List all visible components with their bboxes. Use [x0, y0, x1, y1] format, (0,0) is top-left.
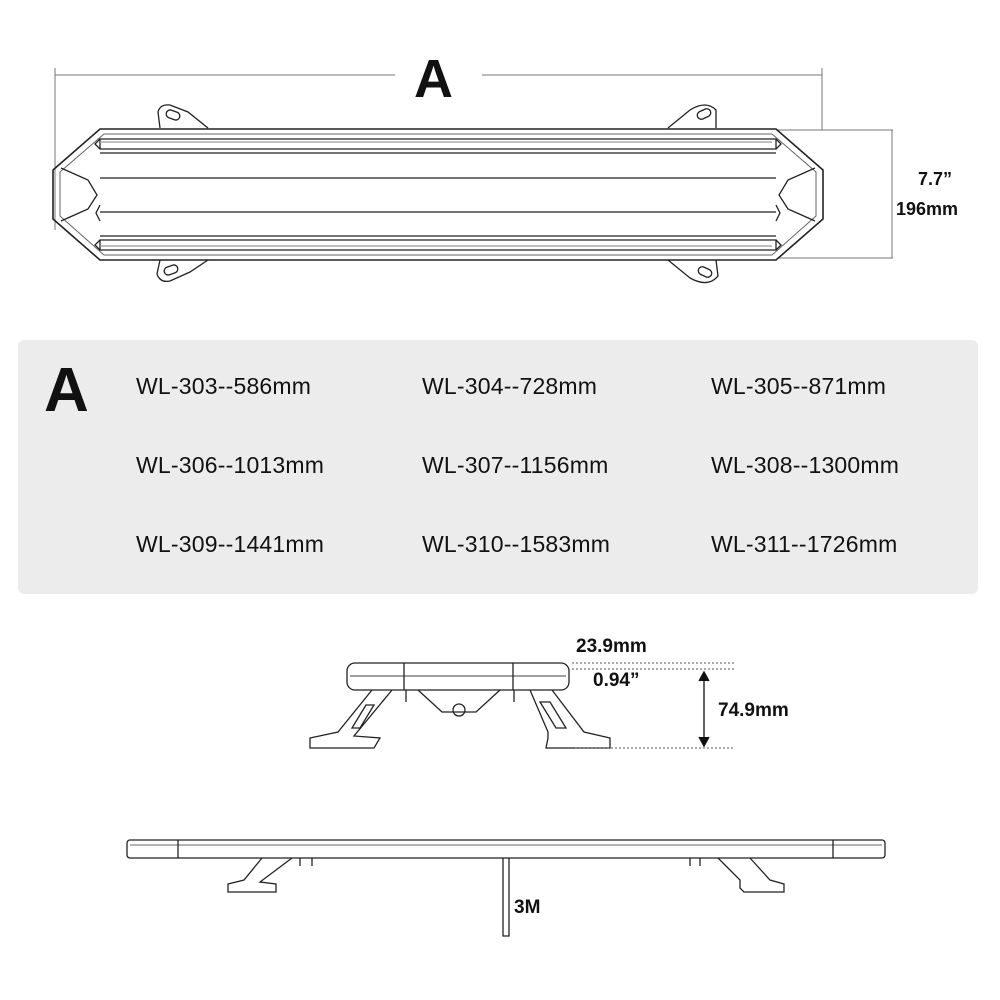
width-label-a: A	[414, 49, 453, 109]
cable-length-label: 3M	[514, 897, 541, 918]
side-dimension-lines	[572, 662, 735, 749]
lightbar-outline	[52, 128, 824, 261]
top-thickness-in-label: 0.94”	[593, 670, 640, 691]
height-dimension-line	[778, 129, 893, 259]
mounting-tab-top-right	[667, 104, 717, 129]
spec-item: WL-308--1300mm	[711, 452, 900, 478]
side-view-lightbar	[309, 662, 735, 749]
mounting-tab-top-left	[157, 104, 209, 129]
mounting-tab-bottom-left	[156, 259, 209, 282]
height-arrow	[698, 670, 710, 748]
side-body	[346, 662, 570, 691]
spec-item: WL-311--1726mm	[711, 531, 898, 557]
spec-item: WL-304--728mm	[422, 373, 598, 399]
spec-item: WL-309--1441mm	[136, 531, 325, 557]
spec-item: WL-307--1156mm	[422, 452, 609, 478]
panel-label-a: A	[44, 356, 89, 425]
spec-item: WL-310--1583mm	[422, 531, 611, 557]
power-cable	[502, 858, 510, 937]
front-view-lightbar	[126, 839, 886, 937]
spec-item: WL-306--1013mm	[136, 452, 325, 478]
top-view-lightbar	[52, 68, 893, 284]
total-height-label: 74.9mm	[718, 700, 789, 721]
width-dimension-line	[54, 68, 823, 230]
front-body	[126, 839, 886, 859]
model-length-panel	[18, 340, 978, 594]
top-thickness-mm-label: 23.9mm	[576, 636, 647, 657]
height-inches-label: 7.7”	[918, 169, 953, 189]
spec-item: WL-305--871mm	[711, 373, 887, 399]
height-mm-label: 196mm	[896, 199, 959, 219]
mounting-tab-bottom-right	[667, 259, 719, 284]
spec-item: WL-303--586mm	[136, 373, 312, 399]
